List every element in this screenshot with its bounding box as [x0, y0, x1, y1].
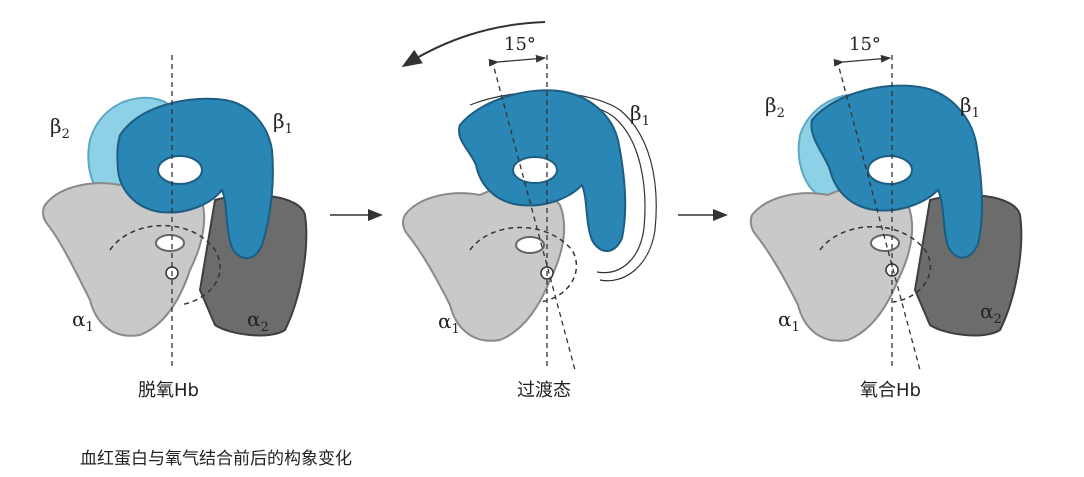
- label-alpha1: α1: [778, 307, 800, 335]
- panel-transition: 15° β1 α1 过渡态: [403, 22, 656, 401]
- label-beta1: β1: [273, 109, 293, 137]
- panel-deoxy-hb: β2 β1 α1 α2 脱氧Hb: [43, 55, 306, 401]
- alpha1-subunit: [403, 186, 564, 340]
- label-beta1: β1: [630, 101, 650, 129]
- beta1-cavity: [158, 156, 202, 184]
- label-beta2: β2: [50, 114, 70, 142]
- angle-indicator: [843, 58, 890, 62]
- panel-oxy-hb: 15° β2 β1 α1 α2 氧合Hb: [751, 34, 1021, 401]
- beta1-cavity: [868, 156, 912, 184]
- figure-caption: 血红蛋白与氧气结合前后的构象变化: [80, 444, 352, 469]
- label-beta1: β1: [960, 93, 980, 121]
- angle-indicator: [498, 58, 545, 62]
- angle-label: 15°: [849, 34, 881, 55]
- state-label-oxy: 氧合Hb: [860, 380, 921, 401]
- state-label-transition: 过渡态: [517, 380, 571, 401]
- state-label-deoxy: 脱氧Hb: [138, 380, 199, 401]
- label-alpha1: α1: [72, 307, 94, 335]
- alpha1-cavity: [516, 237, 544, 253]
- label-beta2: β2: [765, 93, 785, 121]
- beta1-cavity: [513, 157, 557, 183]
- angle-label: 15°: [504, 34, 536, 55]
- alpha1-cavity: [156, 235, 184, 251]
